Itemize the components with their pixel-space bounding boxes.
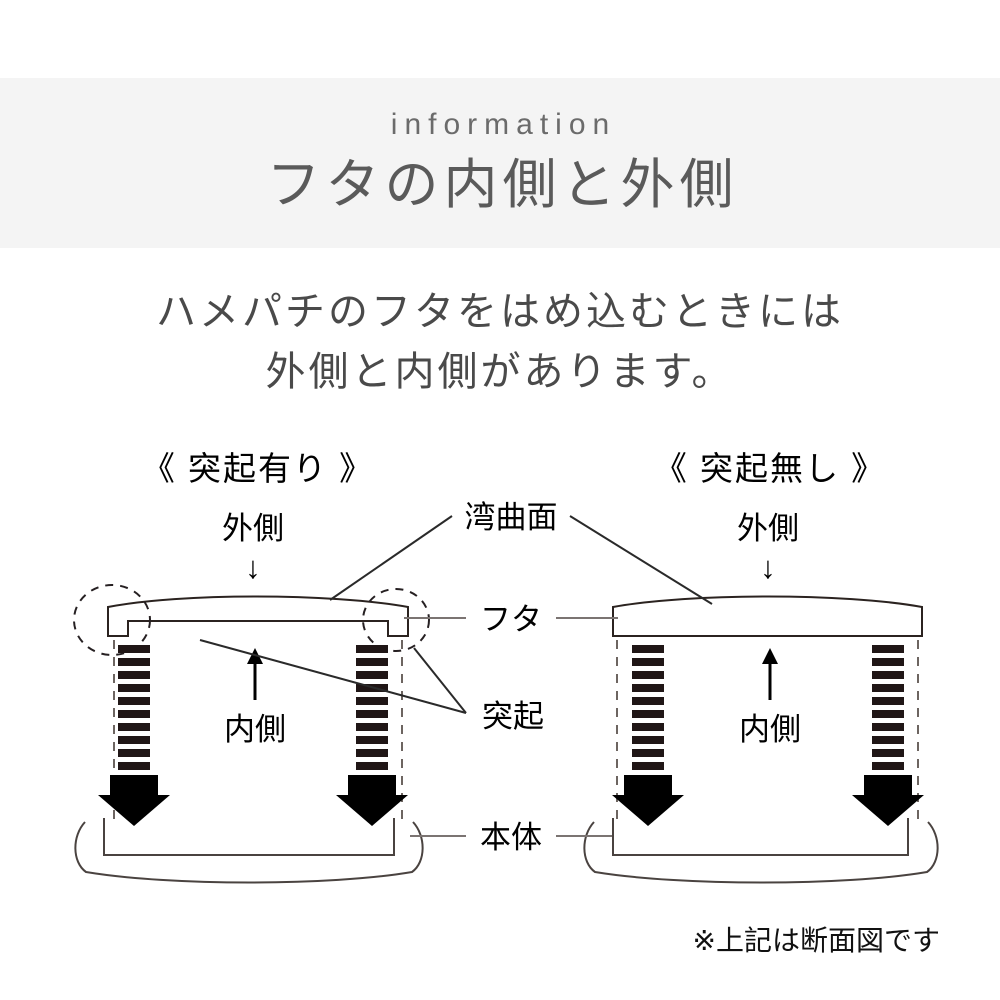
right-inner-arrow-head bbox=[762, 648, 778, 664]
header-band: information フタの内側と外側 bbox=[0, 78, 1000, 248]
page-title: フタの内側と外側 bbox=[266, 155, 739, 216]
footnote-text: ※上記は断面図です bbox=[693, 925, 940, 956]
right-panel-title: 《 突起無し 》 bbox=[654, 450, 886, 487]
left-outer-label: 外側 bbox=[222, 511, 284, 546]
right-inner-label: 内側 bbox=[739, 712, 801, 747]
right-outer-arrow-icon: ↓ bbox=[760, 550, 776, 585]
curved-surface-leader-right bbox=[569, 515, 713, 605]
lead-line-2: 外側と内側があります。 bbox=[265, 350, 735, 394]
left-panel-title: 《 突起有り 》 bbox=[142, 450, 374, 487]
lid-label: フタ bbox=[480, 602, 542, 637]
left-unit-arrow-shaft-2 bbox=[356, 645, 388, 770]
right-unit-down-arrow-1 bbox=[612, 775, 684, 826]
right-unit-arrow-shaft-2 bbox=[872, 645, 904, 770]
left-unit-down-arrow-1 bbox=[98, 775, 170, 826]
protrusion-label: 突起 bbox=[482, 699, 544, 734]
left-lid-shape bbox=[107, 595, 409, 637]
protrusion-leader-to-left-notch bbox=[199, 639, 467, 714]
protrusion-leader-to-right-notch bbox=[413, 647, 467, 714]
lead-paragraph: ハメパチのフタをはめ込むときには 外側と内側があります。 bbox=[0, 282, 1000, 402]
curved-surface-label: 湾曲面 bbox=[465, 500, 558, 535]
right-unit-down-arrow-2 bbox=[852, 775, 924, 826]
page-eyebrow: information bbox=[390, 108, 617, 142]
left-body-outer-shell bbox=[74, 821, 424, 884]
right-protrusion-highlight-circle bbox=[362, 588, 430, 652]
right-body-outer-shell bbox=[583, 821, 939, 884]
right-unit-arrow-shaft-1 bbox=[632, 645, 664, 770]
left-inner-label: 内側 bbox=[224, 712, 286, 747]
left-unit-arrow-shaft-1 bbox=[118, 645, 150, 770]
right-outer-label: 外側 bbox=[737, 511, 799, 546]
body-label: 本体 bbox=[480, 820, 542, 855]
left-protrusion-highlight-circle bbox=[73, 584, 151, 656]
curved-surface-leader-left bbox=[329, 515, 453, 601]
right-body-inner-wall bbox=[612, 818, 909, 856]
right-lid-shape bbox=[612, 595, 923, 637]
left-body-inner-wall bbox=[103, 818, 395, 856]
left-unit-down-arrow-2 bbox=[336, 775, 408, 826]
left-outer-arrow-icon: ↓ bbox=[245, 550, 261, 585]
lead-line-1: ハメパチのフタをはめ込むときには bbox=[156, 290, 844, 334]
